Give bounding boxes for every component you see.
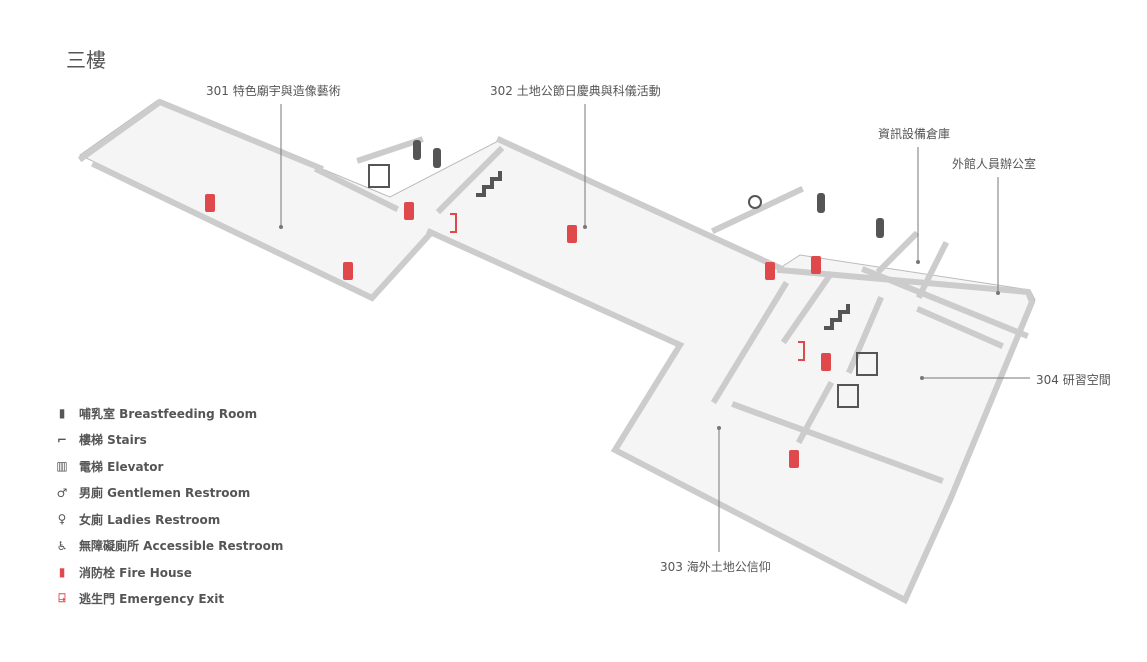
legend-item: ♀ 女廁 Ladies Restroom xyxy=(55,506,283,533)
legend-item: ♂ 男廁 Gentlemen Restroom xyxy=(55,480,283,507)
room-label-301: 301 特色廟宇與造像藝術 xyxy=(206,84,341,98)
elevator-icon: ▥ xyxy=(56,459,68,474)
room-label-302: 302 土地公節日慶典與科儀活動 xyxy=(490,84,661,98)
legend-label: 男廁 Gentlemen Restroom xyxy=(79,486,251,501)
stairs-icon: ⌐ xyxy=(56,432,68,447)
legend-item: ▮ 消防栓 Fire House xyxy=(55,559,283,586)
legend: ▮ 哺乳室 Breastfeeding Room ⌐ 樓梯 Stairs ▥ 電梯 E… xyxy=(55,400,283,612)
breastfeeding-icon: ▮ xyxy=(58,406,66,421)
accessible-restroom-icon: ♿ xyxy=(56,538,68,553)
ladies-restroom-icon: ♀ xyxy=(57,512,67,527)
floor-title: 三樓 xyxy=(66,48,106,72)
legend-item: ⌐ 樓梯 Stairs xyxy=(55,427,283,454)
legend-item: ▥ 電梯 Elevator xyxy=(55,453,283,480)
legend-item: ⍈ 逃生門 Emergency Exit xyxy=(55,586,283,613)
legend-label: 無障礙廁所 Accessible Restroom xyxy=(79,539,284,554)
leader-lines xyxy=(280,104,1030,552)
gentlemen-restroom-icon: ♂ xyxy=(56,485,68,500)
emergency-exit-icon: ⍈ xyxy=(58,591,66,606)
fire-house-icons xyxy=(205,194,831,468)
legend-item: ▮ 哺乳室 Breastfeeding Room xyxy=(55,400,283,427)
legend-label: 消防栓 Fire House xyxy=(79,565,192,580)
room-label-304: 304 研習空間 xyxy=(1036,373,1111,387)
legend-item: ♿ 無障礙廁所 Accessible Restroom xyxy=(55,533,284,560)
legend-label: 女廁 Ladies Restroom xyxy=(79,512,221,527)
room-label-office: 外館人員辦公室 xyxy=(952,157,1037,171)
legend-label: 樓梯 Stairs xyxy=(79,433,147,448)
room-label-303: 303 海外土地公信仰 xyxy=(660,560,771,574)
emergency-exit-icons xyxy=(450,213,805,361)
walls xyxy=(77,98,1036,605)
stairs-icons xyxy=(476,171,850,330)
elevator-icons xyxy=(368,164,878,408)
legend-label: 逃生門 Emergency Exit xyxy=(79,592,225,607)
fire-house-icon: ▮ xyxy=(58,565,66,580)
restroom-icons xyxy=(413,140,884,238)
legend-label: 哺乳室 Breastfeeding Room xyxy=(79,406,258,421)
room-label-storage: 資訊設備倉庫 xyxy=(878,127,951,141)
legend-label: 電梯 Elevator xyxy=(79,459,164,474)
